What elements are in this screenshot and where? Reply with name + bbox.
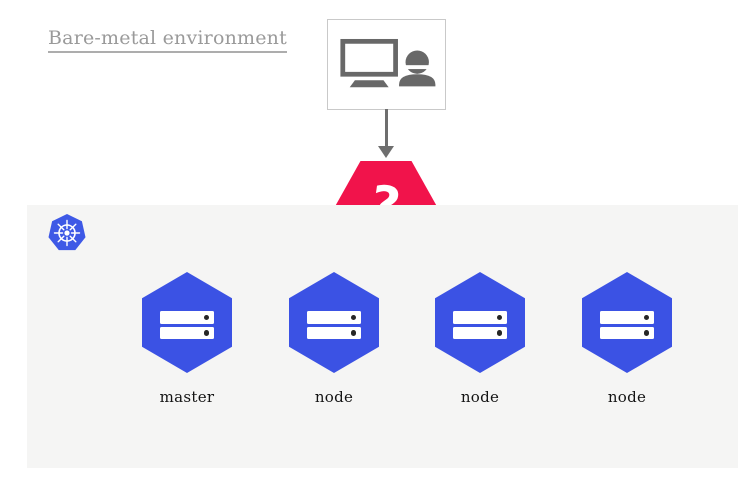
server-stack-icon	[453, 311, 507, 342]
node-1: node	[289, 272, 379, 406]
node-label: node	[607, 388, 647, 406]
server-hexagon	[582, 272, 672, 373]
node-2: node	[435, 272, 525, 406]
server-stack-icon	[160, 311, 214, 342]
cluster-panel: master node node	[27, 205, 738, 468]
down-arrow-head-icon	[378, 146, 394, 158]
kubernetes-logo-icon	[47, 213, 87, 253]
workstation-box	[327, 19, 446, 110]
node-label: master	[159, 388, 215, 406]
node-label: node	[460, 388, 500, 406]
server-hexagon	[435, 272, 525, 373]
node-3: node	[582, 272, 672, 406]
node-label: node	[314, 388, 354, 406]
server-hexagon	[289, 272, 379, 373]
monitor-and-user-icon	[335, 24, 438, 106]
server-stack-icon	[307, 311, 361, 342]
page-title: Bare-metal environment	[48, 28, 287, 53]
server-hexagon	[142, 272, 232, 373]
server-stack-icon	[600, 311, 654, 342]
down-arrow-icon	[385, 109, 388, 146]
node-master: master	[142, 272, 232, 406]
